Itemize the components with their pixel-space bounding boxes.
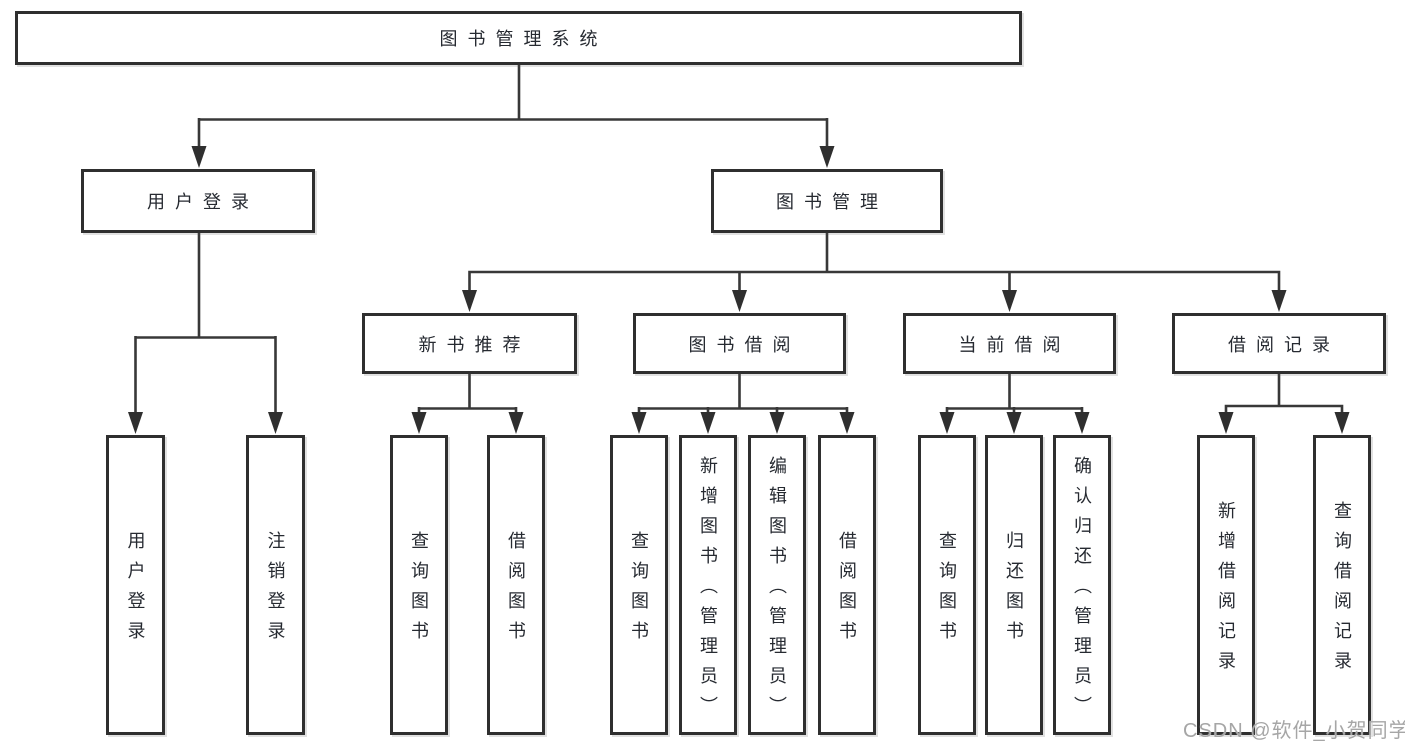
leaf-borrow-books-recommend: 借阅图书	[487, 435, 545, 735]
node-new-book-recommend: 新书推荐	[362, 313, 577, 374]
leaf-return-book: 归还图书	[985, 435, 1043, 735]
leaf-logout: 注销登录	[246, 435, 305, 735]
leaf-label: 用户登录	[125, 531, 146, 651]
node-book-borrow: 图书借阅	[633, 313, 846, 374]
leaf-label: 借阅图书	[837, 531, 857, 651]
leaf-label: 新增借阅记录	[1216, 501, 1236, 681]
leaf-user-login: 用户登录	[106, 435, 165, 735]
leaf-label: 借阅图书	[506, 531, 526, 651]
leaf-edit-book-admin: 编辑图书（管理员）	[748, 435, 806, 735]
leaf-add-book-admin: 新增图书（管理员）	[679, 435, 737, 735]
leaf-label: 注销登录	[265, 531, 286, 651]
leaf-label: 查询借阅记录	[1332, 501, 1352, 681]
leaf-label: 查询图书	[629, 531, 649, 651]
node-label: 图书借阅	[688, 334, 801, 355]
leaf-query-books-borrow: 查询图书	[610, 435, 668, 735]
node-current-borrow: 当前借阅	[903, 313, 1116, 374]
node-label: 图书管理系统	[439, 29, 608, 49]
leaf-label: 编辑图书（管理员）	[767, 456, 787, 726]
node-borrow-records: 借阅记录	[1172, 313, 1386, 374]
node-label: 图书管理	[776, 192, 888, 212]
leaf-query-books-recommend: 查询图书	[390, 435, 448, 735]
leaf-label: 查询图书	[937, 531, 957, 651]
leaf-confirm-return-admin: 确认归还（管理员）	[1053, 435, 1111, 735]
csdn-watermark: CSDN @软件_小贺同学	[1183, 720, 1405, 742]
node-book-management: 图书管理	[711, 169, 943, 233]
leaf-label: 查询图书	[409, 531, 429, 651]
node-label: 当前借阅	[958, 334, 1071, 355]
node-user-login: 用户登录	[81, 169, 315, 233]
leaf-query-books-current: 查询图书	[918, 435, 976, 735]
node-label: 用户登录	[147, 192, 259, 212]
node-label: 新书推荐	[418, 334, 531, 355]
leaf-add-borrow-record: 新增借阅记录	[1197, 435, 1255, 735]
node-root: 图书管理系统	[15, 11, 1022, 65]
leaf-label: 确认归还（管理员）	[1072, 456, 1092, 726]
leaf-borrow-books: 借阅图书	[818, 435, 876, 735]
leaf-query-borrow-record: 查询借阅记录	[1313, 435, 1371, 735]
leaf-label: 新增图书（管理员）	[698, 456, 718, 726]
leaf-label: 归还图书	[1004, 531, 1024, 651]
node-label: 借阅记录	[1228, 334, 1340, 355]
